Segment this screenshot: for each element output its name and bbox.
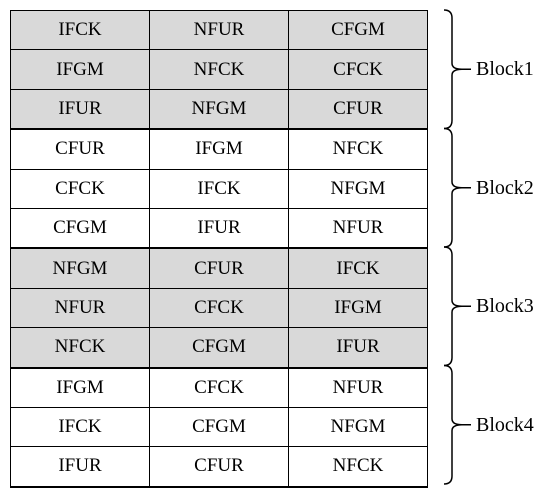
table-cell: CFUR xyxy=(288,88,428,131)
table-cell: IFCK xyxy=(288,247,428,289)
table-cell: NFGM xyxy=(288,168,428,209)
table-cell: CFCK xyxy=(288,49,428,90)
brace xyxy=(443,246,463,367)
table-cell: IFGM xyxy=(10,49,150,90)
table-cell: NFGM xyxy=(149,88,289,131)
table-cell: IFCK xyxy=(10,406,150,448)
table-cell: NFCK xyxy=(149,49,289,90)
table-cell: CFCK xyxy=(149,287,289,329)
table-cell: CFCK xyxy=(149,367,289,408)
brace xyxy=(443,127,463,248)
table-cell: NFUR xyxy=(288,207,428,250)
block-label: Block2 xyxy=(476,176,534,199)
table-cell: NFUR xyxy=(10,287,150,329)
table-cell: NFUR xyxy=(288,367,428,408)
table-cell: CFGM xyxy=(10,207,150,250)
table-cell: NFCK xyxy=(288,446,428,488)
table-cell: IFGM xyxy=(288,287,428,329)
table-cell: NFGM xyxy=(288,406,428,448)
table-cell: CFCK xyxy=(10,168,150,209)
block-label: Block1 xyxy=(476,58,534,81)
table-cell: CFGM xyxy=(149,406,289,448)
table-cell: CFUR xyxy=(149,446,289,488)
brace xyxy=(443,9,463,130)
table-cell: CFGM xyxy=(149,327,289,369)
table-cell: NFCK xyxy=(288,128,428,170)
table-cell: NFCK xyxy=(10,327,150,369)
table-cell: IFCK xyxy=(149,168,289,209)
table-cell: IFUR xyxy=(10,446,150,488)
table-cell: CFUR xyxy=(10,128,150,170)
table-cell: NFGM xyxy=(10,247,150,289)
table-cell: IFUR xyxy=(288,327,428,369)
block-label: Block4 xyxy=(476,413,534,436)
table-cell: IFCK xyxy=(10,9,150,51)
brace xyxy=(443,364,463,485)
table-cell: IFUR xyxy=(10,88,150,131)
block-label: Block3 xyxy=(476,295,534,318)
